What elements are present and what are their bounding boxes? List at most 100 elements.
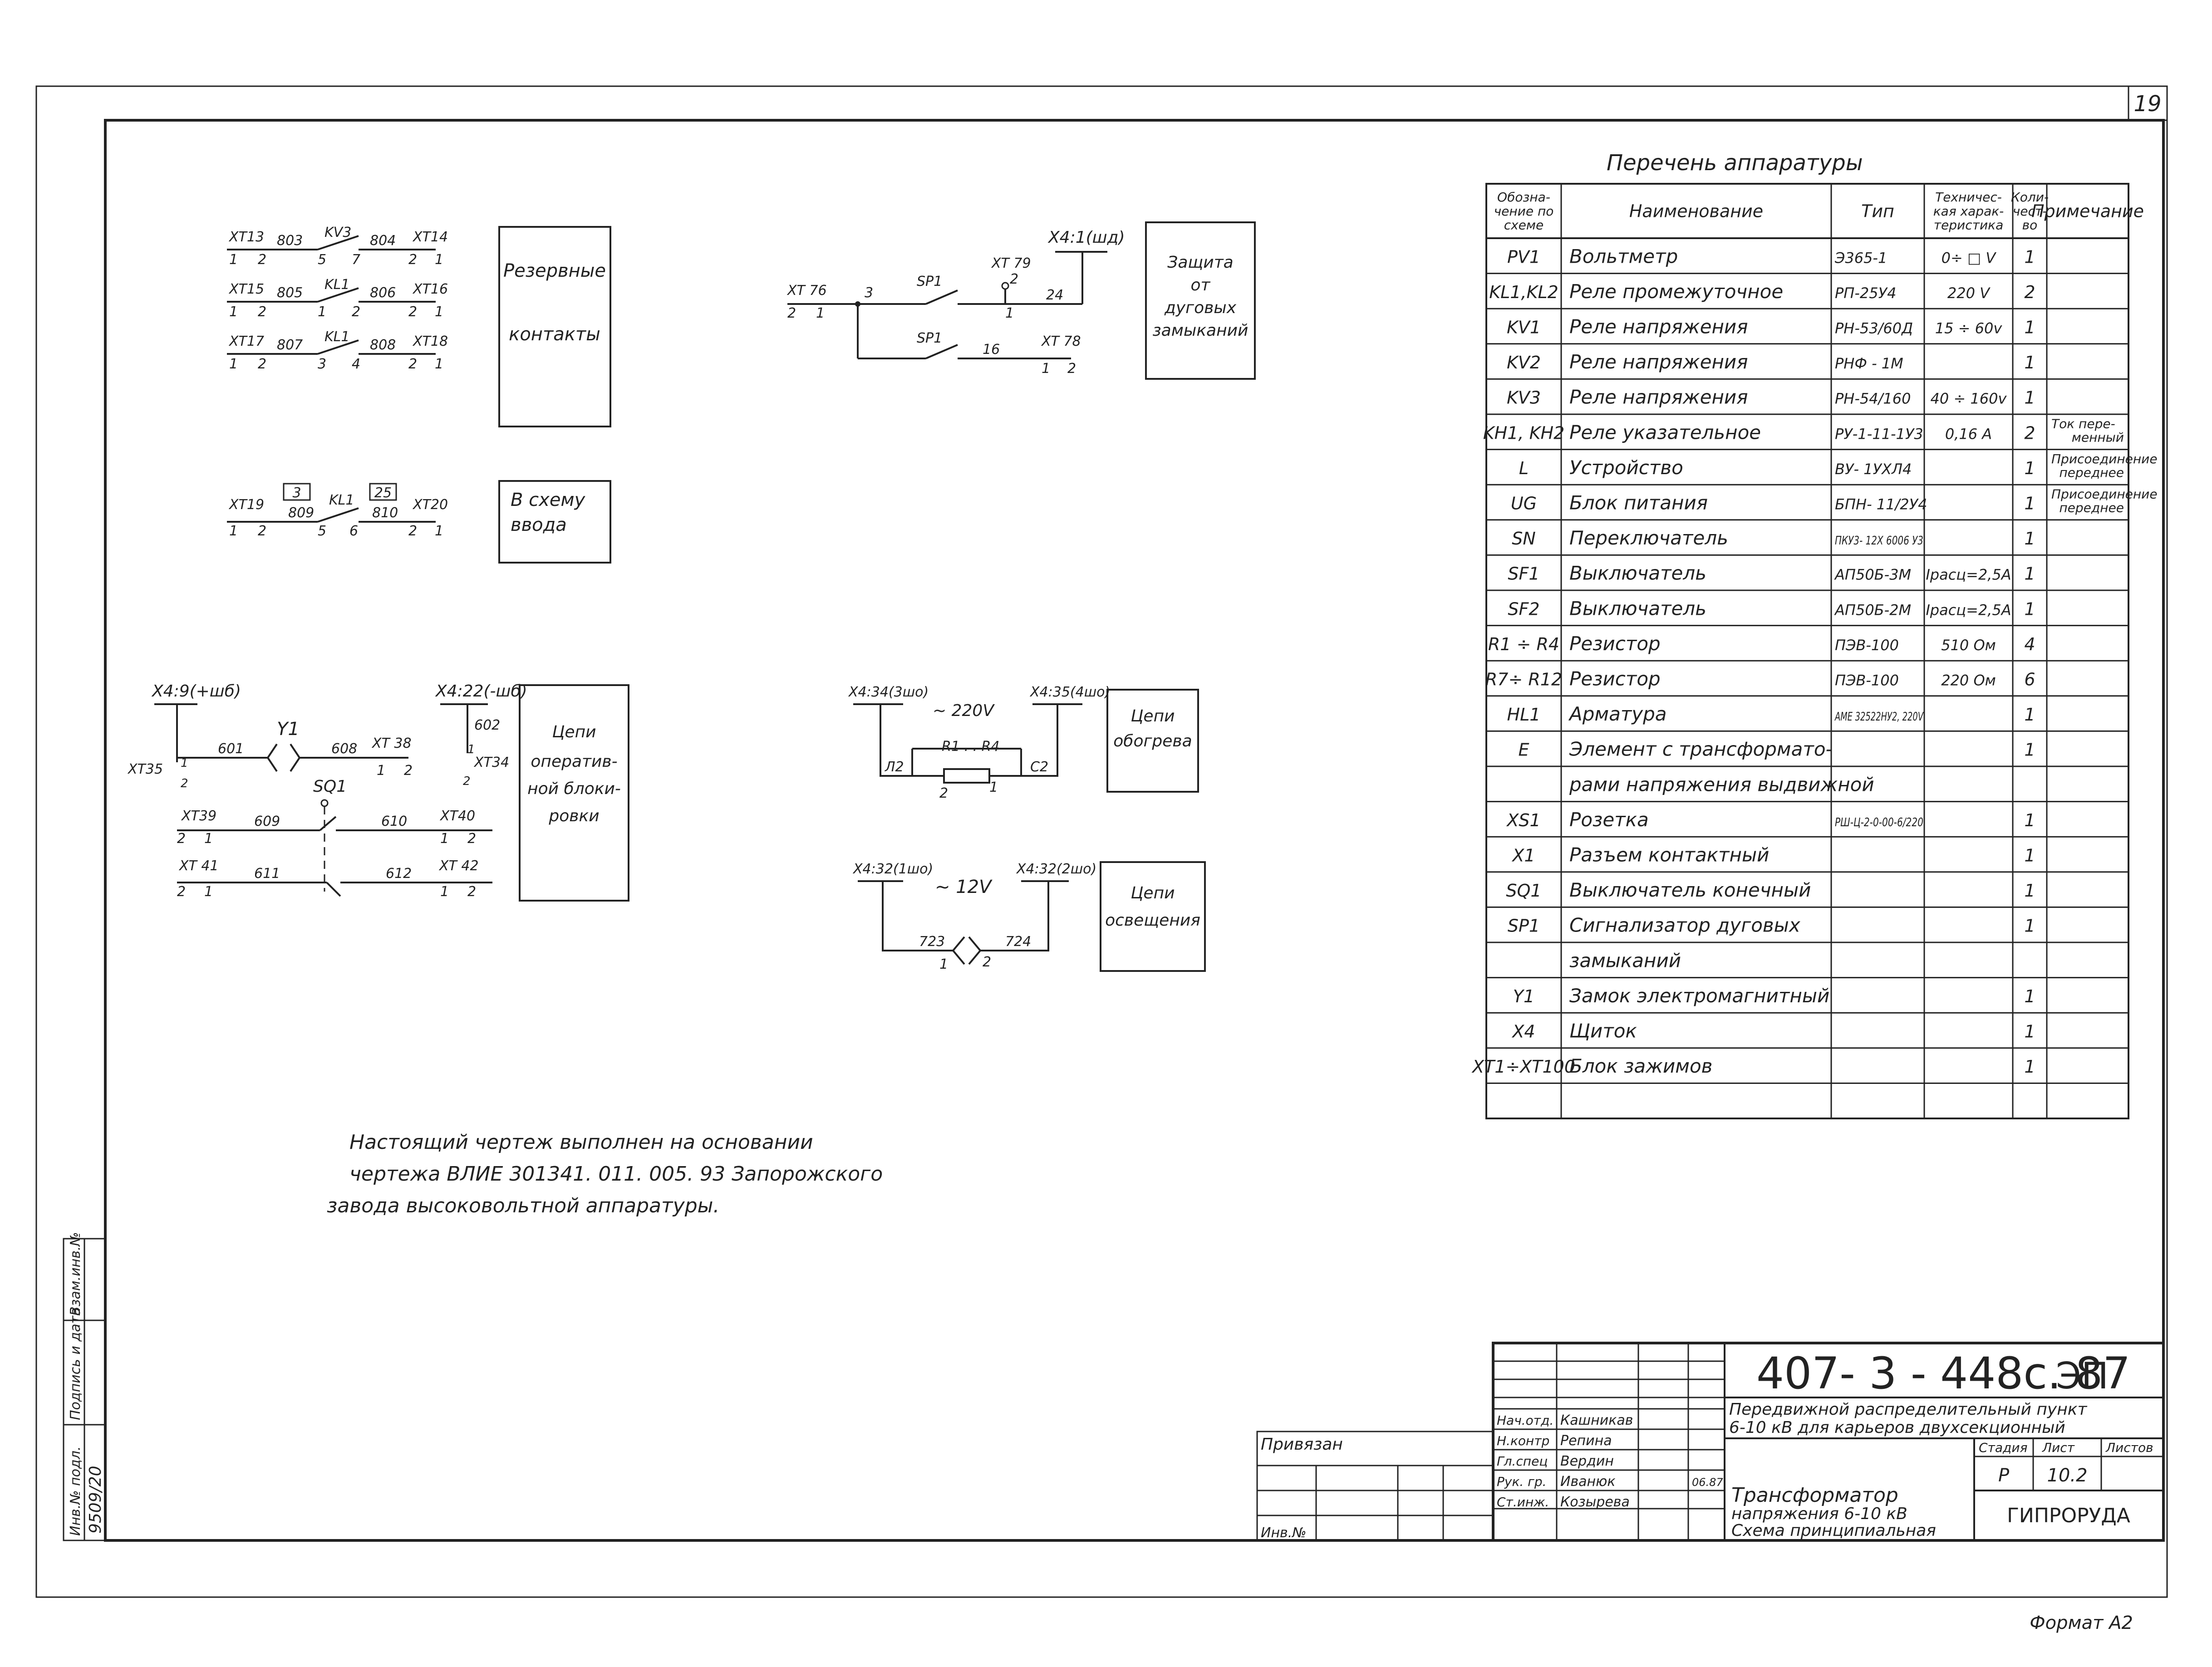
stamp-name: Вердин	[1560, 1453, 1614, 1469]
table-cell-3: 0,16 А	[1945, 425, 1992, 442]
table-cell-1: Разъем контактный	[1569, 844, 1769, 866]
table-cell-1: Переключатель	[1569, 527, 1728, 549]
inv-label: Инв.№	[1261, 1525, 1306, 1541]
lock-sq1-terminal	[320, 799, 329, 807]
reserve-xt-right-n1: 2	[408, 304, 417, 320]
table-cell-0: KV3	[1507, 388, 1541, 408]
reserve-xt-right-n2: 1	[435, 356, 443, 372]
light-lamp-left	[952, 936, 965, 965]
input-xt-right: ХТ20	[412, 497, 448, 513]
reserve-xt-right-n1: 2	[408, 356, 417, 372]
equipment-table-title: Перечень аппаратуры	[1607, 150, 1863, 176]
table-header-1-0: Наименование	[1629, 201, 1763, 221]
lock-xt38-n2: 2	[404, 763, 413, 779]
table-cell-3: 40 ÷ 160v	[1931, 390, 2007, 407]
lock-box-line-2: оператив-	[531, 752, 617, 771]
lock-wire-608-label: 608	[331, 741, 357, 757]
table-cell-1: Щиток	[1569, 1020, 1637, 1042]
input-box-line-1: В схему	[511, 490, 586, 510]
table-cell-4: 1	[2024, 846, 2035, 866]
lock-xt41: ХТ 41	[178, 858, 219, 874]
table-cell-1: Блок зажимов	[1569, 1055, 1712, 1077]
input-box-line-2: ввода	[511, 515, 567, 535]
arc-protection-box	[1145, 221, 1256, 380]
light-n1: 1	[939, 956, 948, 972]
arc-xt76: ХТ 76	[786, 283, 827, 299]
table-frame	[1485, 183, 2129, 1119]
lock-xt39-n2: 2	[177, 831, 186, 847]
lighting-scheme: Х4:32(1шо) Х4:32(2шо) ~ 12V 723 724 1 2	[852, 861, 1096, 972]
table-cell-1: рами напряжения выдвижной	[1569, 773, 1874, 795]
input-device: KL1	[329, 492, 354, 508]
table-cell-4: 6	[2024, 670, 2035, 690]
inner-frame	[104, 119, 2165, 1542]
note-line-3: завода высоковольтной аппаратуры.	[327, 1194, 719, 1217]
arc-sp1-contact-top	[925, 289, 958, 305]
arc-wire-16-label: 16	[983, 342, 1000, 358]
arc-box-line-1: Защита	[1167, 253, 1233, 272]
reserve-wire-label-left: 805	[277, 285, 303, 301]
reserve-contact-n2: 2	[352, 304, 360, 320]
interlock-scheme: Х4:9(+шб) Y1 601 608 ХТ 38 1 2 Х4:22(-шб…	[127, 682, 527, 900]
side-stamp-label-1: Взам.инв.№	[68, 1232, 84, 1316]
lock-x4-right: Х4:22(-шб)	[435, 682, 527, 701]
arc-xt78-n2: 2	[1067, 361, 1076, 377]
reserve-contact-n2: 4	[352, 356, 360, 372]
reserve-contacts-box	[498, 226, 611, 427]
table-cell-1: Замок электромагнитный	[1569, 985, 1829, 1007]
input-box-25-label: 25	[374, 485, 392, 501]
table-cell-1: Реле указательное	[1569, 421, 1761, 443]
table-cell-0: R7÷ R12	[1485, 670, 1562, 690]
note-line-2: чертежа ВЛИЕ 301341. 011. 005. 93 Запоро…	[349, 1162, 883, 1186]
lock-xt34-n2: 2	[463, 775, 471, 788]
table-cell-0: XS1	[1506, 810, 1540, 830]
heat-l2: Л2	[885, 759, 904, 775]
table-cell-0: X1	[1511, 846, 1535, 866]
reserve-contact-n1: 3	[318, 356, 326, 372]
reserve-contact	[317, 339, 359, 355]
reserve-contact	[317, 235, 359, 250]
drawing-line-3: Схема принципиальная	[1731, 1521, 1936, 1540]
table-cell-2: РН-54/160	[1835, 390, 1911, 407]
arc-xt79-n1: 1	[1005, 305, 1014, 321]
table-cell-4: 2	[2024, 282, 2035, 302]
table-header-2-0: Тип	[1861, 201, 1894, 221]
table-cell-0: SF1	[1508, 564, 1539, 584]
input-scheme-box	[498, 480, 611, 564]
table-cell-0: KV1	[1507, 318, 1541, 338]
table-cell-1: Блок питания	[1569, 492, 1708, 514]
input-xt-left-n2: 2	[258, 523, 266, 539]
lock-xt41-n2: 2	[177, 884, 186, 900]
table-cell-2: АП50Б-3М	[1834, 566, 1911, 583]
light-wire-724-label: 724	[1005, 934, 1031, 950]
reserve-xt-left-n2: 2	[258, 252, 266, 268]
table-cell-2: ПЭВ-100	[1835, 637, 1899, 654]
input-xt-left-n1: 1	[229, 523, 238, 539]
table-cell-2: ПЭВ-100	[1835, 672, 1899, 689]
table-row: замыканий	[1569, 949, 1681, 971]
heat-resistor-label: R1 . . R4	[942, 739, 1000, 755]
note-line-1: Настоящий чертеж выполнен на основании	[349, 1131, 813, 1154]
reserve-xt-left: ХТ13	[228, 229, 264, 245]
table-cell-1: Реле напряжения	[1569, 316, 1748, 338]
table-cell-4: 1	[2024, 1022, 2035, 1042]
reserve-xt-left: ХТ17	[228, 333, 264, 349]
privyazan-label: Привязан	[1261, 1435, 1343, 1454]
lock-box-line-4: ровки	[548, 807, 599, 825]
table-cell-2: РУ-1-11-1У3	[1835, 425, 1923, 442]
heat-x4-right: Х4:35(4шо)	[1029, 684, 1110, 700]
light-box-line-1: Цепи	[1131, 884, 1175, 902]
lock-box-line-1: Цепи	[552, 723, 596, 741]
arc-xt78: ХТ 78	[1041, 333, 1081, 349]
arc-x4: Х4:1(шд)	[1047, 228, 1125, 247]
side-stamp-label-3: Инв.№ подл.	[68, 1446, 84, 1536]
table-cell-2: Э365-1	[1834, 249, 1887, 266]
